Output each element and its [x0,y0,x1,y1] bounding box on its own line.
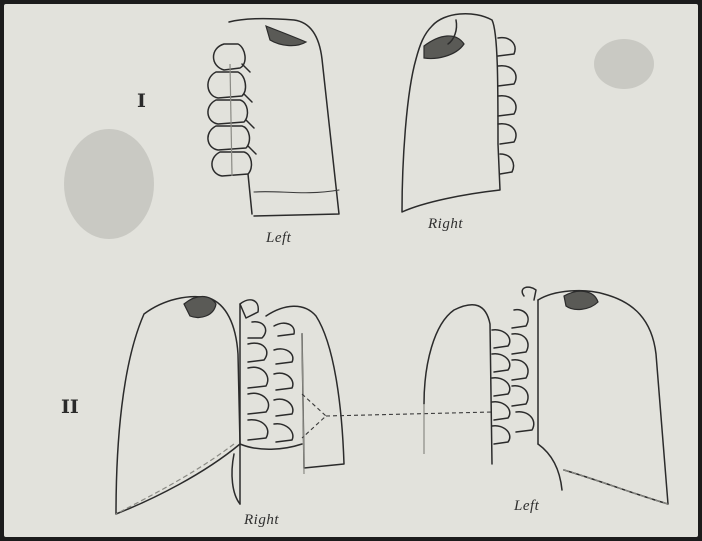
figure-I-left-label: Left [266,230,291,247]
figure-I-right-label: Right [428,216,463,233]
figure-II-numeral: II [61,396,79,418]
figure-II-left-label: Left [514,498,539,515]
figure-I-left-lung [208,19,339,216]
anatomical-diagram [4,4,698,537]
figure-II-right-lung [116,297,344,515]
figure-plate: I Left Right II Right Left [4,4,698,537]
figure-I-right-lung [402,14,516,212]
figure-II-right-label: Right [244,512,279,529]
figure-II-left-lung [424,287,668,504]
connecting-dashed-line [326,412,492,416]
figure-I-numeral: I [137,90,146,112]
paper-smudge [64,39,654,239]
